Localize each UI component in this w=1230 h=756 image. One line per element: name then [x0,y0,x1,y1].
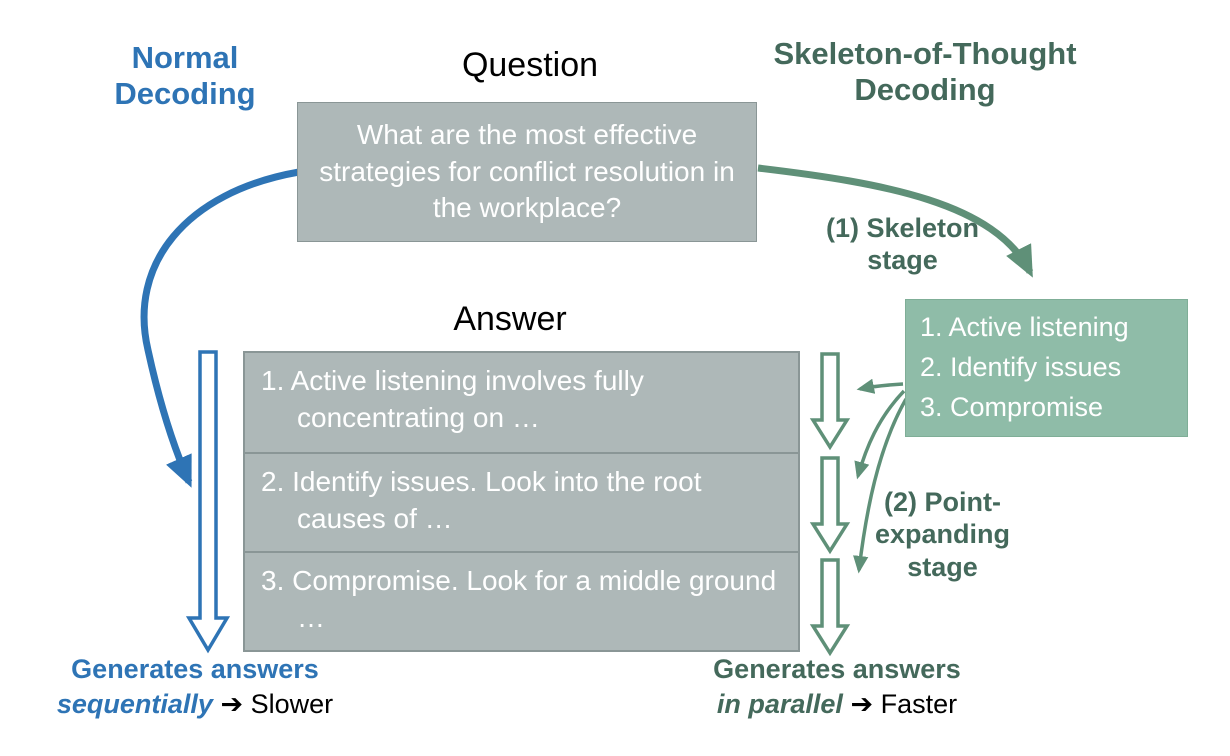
skeleton-to-point3-connector [853,398,908,574]
caption-sot-result: Faster [880,688,958,719]
answer-row-2: 2. Identify issues. Look into the root c… [245,452,798,551]
skeleton-item-2: 2. Identify issues [920,351,1122,382]
question-heading: Question [461,46,599,84]
answer-heading: Answer [453,300,567,338]
right-arrow-glyph: ➔ [220,688,244,719]
normal-decoding-curve-arrow [140,168,300,488]
answer-box: 1. Active listening involves fully conce… [243,351,800,652]
caption-normal-result: Slower [250,688,334,719]
skeleton-box: 1. Active listening 2. Identify issues 3… [905,299,1188,437]
point-expanding-stage-label: (2) Point-expanding stage [874,487,1010,582]
question-text: What are the most effective strategies f… [319,119,735,224]
caption-sot-line1: Generates answers [713,654,961,684]
skeleton-of-thought-heading: Skeleton-of-Thought Decoding [773,36,1077,107]
caption-normal: Generates answers sequentially ➔ Slower [40,652,350,721]
parallel-expand-arrow-1 [809,352,851,451]
caption-sot: Generates answers in parallel ➔ Faster [672,652,1002,721]
answer-row-1: 1. Active listening involves fully conce… [245,353,798,452]
skeleton-item-3: 3. Compromise [920,391,1104,422]
skeleton-stage-curve-arrow [757,164,1034,278]
right-arrow-glyph: ➔ [850,688,874,719]
sequential-generation-arrow [185,350,231,654]
caption-normal-emphasis: sequentially [56,688,213,719]
parallel-expand-arrow-3 [809,558,851,657]
parallel-expand-arrow-2 [809,456,851,555]
caption-normal-line1: Generates answers [71,654,319,684]
skeleton-to-point2-connector [854,389,906,480]
normal-decoding-heading: Normal Decoding [114,40,256,111]
question-box: What are the most effective strategies f… [297,102,757,242]
answer-row-3: 3. Compromise. Look for a middle ground … [245,551,798,650]
skeleton-stage-label: (1) Skeleton stage [825,213,980,276]
skeleton-to-point1-connector [856,378,904,394]
caption-sot-emphasis: in parallel [716,688,843,719]
skeleton-item-1: 1. Active listening [920,312,1129,342]
